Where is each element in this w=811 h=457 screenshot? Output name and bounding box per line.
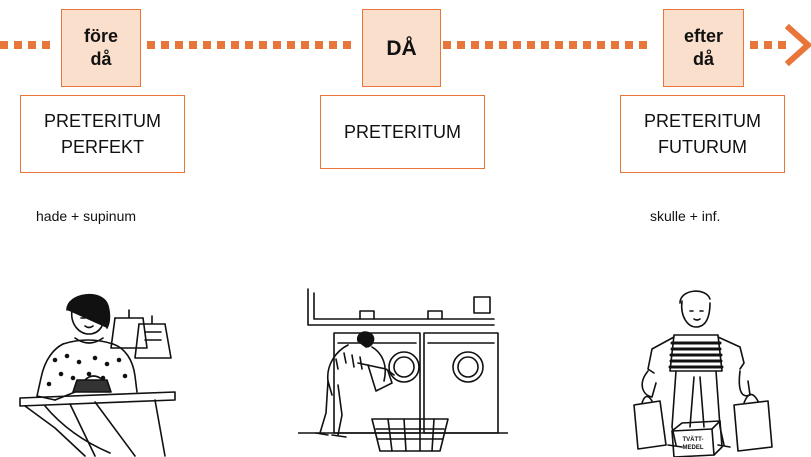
tense-futurum-line1: PRETERITUM: [644, 111, 761, 131]
timeline-arrowhead: [784, 23, 811, 67]
tense-preteritum-perfekt: PRETERITUM PERFEKT: [20, 95, 185, 173]
marker-efter-da-line2: då: [692, 49, 714, 69]
marker-da: DÅ: [362, 9, 441, 87]
marker-fore-da: före då: [61, 9, 141, 87]
marker-da-label: DÅ: [386, 36, 417, 60]
tense-futurum-line2: FUTURUM: [658, 137, 747, 157]
tense-preteritum: PRETERITUM: [320, 95, 485, 169]
marker-efter-da-line1: efter: [683, 26, 723, 46]
formula-futurum: skulle + inf.: [650, 208, 721, 224]
tense-perfekt-line1: PRETERITUM: [44, 111, 161, 131]
marker-fore-da-line2: då: [90, 49, 112, 69]
marker-efter-da: efter då: [663, 9, 744, 87]
illustration-man-shopping: TVÄTT- MEDEL: [633, 290, 773, 457]
illustration-woman-ironing: [19, 293, 176, 457]
formula-perfekt: hade + supinum: [36, 208, 137, 224]
timeline: [0, 23, 811, 67]
detergent-box-label-line2: MEDEL: [683, 445, 704, 451]
tense-perfekt-line2: PERFEKT: [60, 137, 144, 157]
tense-preteritum-futurum: PRETERITUM FUTURUM: [620, 95, 785, 173]
illustration-man-laundry: [298, 288, 508, 452]
tense-preteritum-line1: PRETERITUM: [344, 122, 461, 142]
timeline-dashes: [0, 41, 786, 49]
detergent-box-label-line1: TVÄTT-: [683, 436, 704, 443]
marker-fore-da-line1: före: [83, 26, 118, 46]
